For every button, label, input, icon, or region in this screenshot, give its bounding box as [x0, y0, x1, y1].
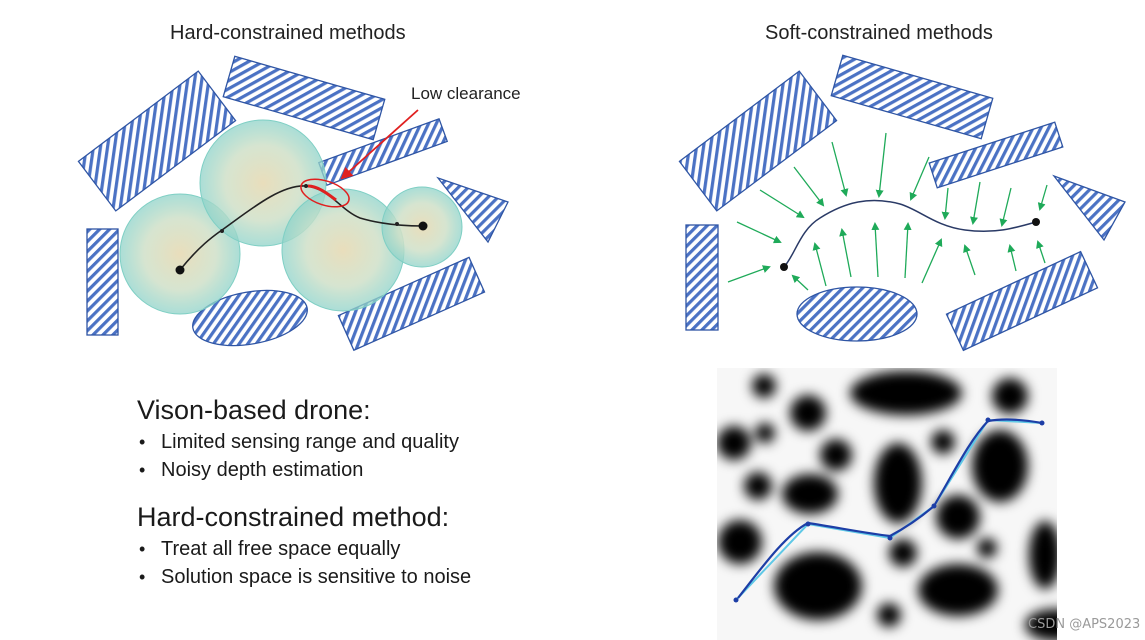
start-point: [780, 263, 788, 271]
obstacle-rect: [928, 121, 1064, 189]
waypoint: [395, 222, 399, 226]
occupancy-map: [717, 368, 1057, 640]
goal-point: [1032, 218, 1040, 226]
obstacle-ellipse: [796, 286, 918, 342]
bullet-item: Noisy depth estimation: [137, 456, 459, 484]
watermark: CSDN @APS2023: [1028, 617, 1141, 632]
right-obstacles: [678, 54, 1126, 352]
low-clearance-marker: [300, 109, 419, 208]
obstacle-rect: [77, 70, 237, 212]
repulsive-gradient-arrows: [727, 132, 1048, 291]
free-space-spheres: [119, 119, 463, 315]
obstacle-rect: [830, 54, 994, 140]
bullet-item: Solution space is sensitive to noise: [137, 563, 471, 591]
obstacle-rect: [685, 224, 719, 331]
vision-drone-section: Vison-based drone: Limited sensing range…: [137, 395, 459, 484]
map-trajectories: [733, 417, 1045, 603]
goal-point: [418, 221, 428, 231]
start-point: [175, 265, 185, 275]
obstacle-rect: [945, 250, 1099, 352]
soft-constrained-title: Soft-constrained methods: [765, 22, 993, 44]
left-obstacles: [77, 55, 509, 352]
soft-trajectory: [780, 199, 1040, 271]
bullet-item: Limited sensing range and quality: [137, 428, 459, 456]
waypoint: [304, 184, 308, 188]
bullet-item: Treat all free space equally: [137, 535, 471, 563]
safe-sphere: [119, 193, 241, 315]
section-heading: Vison-based drone:: [137, 395, 371, 425]
low-clearance-label: Low clearance: [411, 84, 521, 103]
waypoint: [220, 229, 224, 233]
obstacle-triangle: [1052, 174, 1126, 242]
obstacle-rect: [678, 70, 838, 212]
section-heading: Hard-constrained method:: [137, 502, 450, 532]
obstacle-ellipse: [192, 289, 308, 347]
hard-method-section: Hard-constrained method: Treat all free …: [137, 502, 471, 591]
hard-constrained-title: Hard-constrained methods: [170, 22, 406, 44]
obstacle-rect: [86, 228, 119, 336]
obstacle-rect: [222, 55, 386, 141]
obstacle-triangle: [436, 176, 509, 244]
hard-trajectory: [175, 184, 428, 275]
obstacle-rect: [337, 256, 486, 352]
